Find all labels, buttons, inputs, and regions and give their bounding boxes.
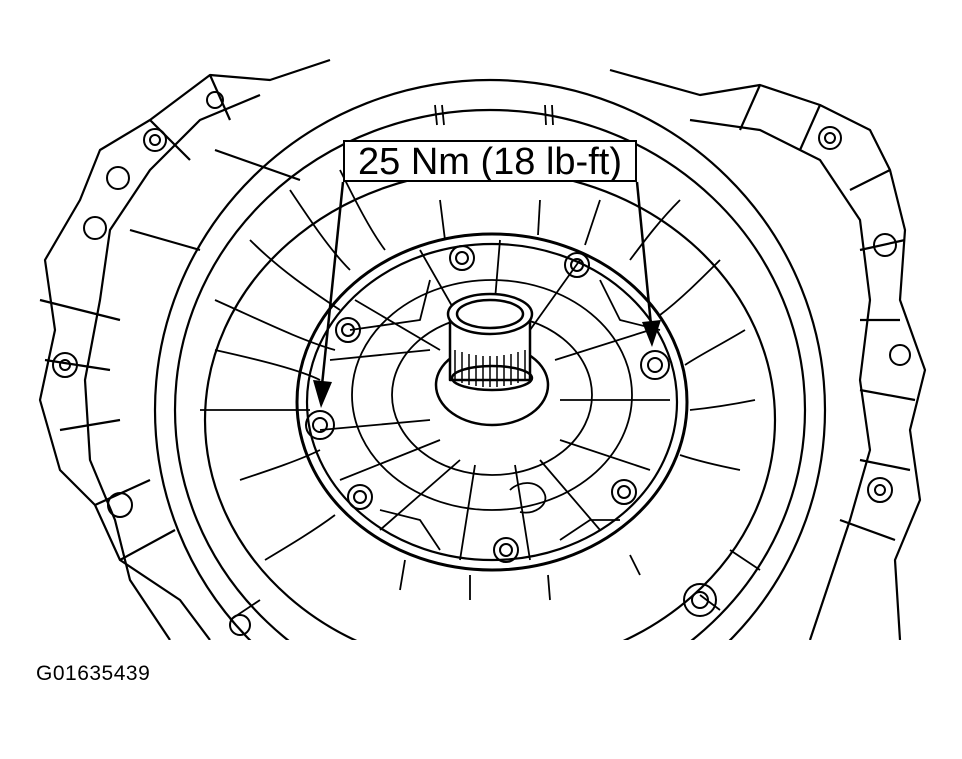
pump-body-webs [319, 239, 670, 561]
pump-body-outer [295, 232, 689, 572]
hex-bolt-icon [493, 537, 519, 563]
hex-bolt-icon [564, 252, 590, 278]
hex-bolt-icon [335, 317, 361, 343]
down-arrow-icon [642, 320, 661, 347]
hex-bolt-icon [640, 350, 670, 380]
housing-ring-middle [173, 108, 807, 640]
leader-line-left [320, 181, 345, 386]
housing-ring-outer [154, 78, 826, 640]
input-shaft [434, 292, 550, 427]
converter-vanes [200, 104, 761, 621]
hex-bolt-icon [347, 484, 373, 510]
leader-lines [320, 181, 653, 386]
torque-spec-callout: 25 Nm (18 lb-ft) [343, 140, 637, 182]
hex-bolt-icon [449, 245, 475, 271]
hex-bolt-icon [611, 479, 637, 505]
housing-bolt-holes [52, 91, 911, 636]
down-arrow-icon [313, 380, 332, 408]
leader-line-right [635, 181, 653, 326]
pump-body-inner [305, 242, 679, 562]
hex-bolt-icon [305, 410, 335, 440]
pump-bolts [305, 245, 670, 563]
figure-id-label: G01635439 [36, 662, 151, 685]
arrowheads [313, 320, 661, 408]
